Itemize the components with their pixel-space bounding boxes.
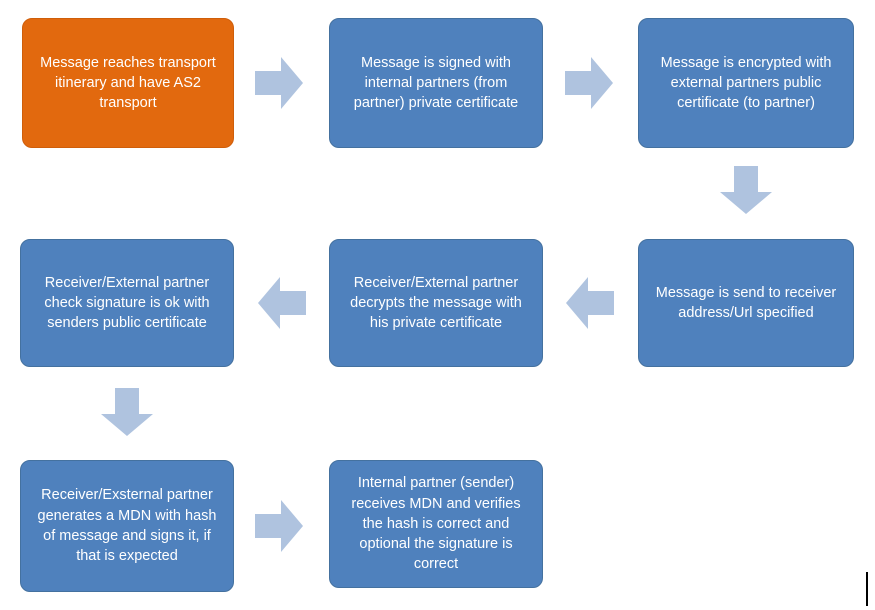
flow-step-5-label: Receiver/External partner decrypts the m…: [350, 274, 522, 332]
flow-step-4: Message is send to receiver address/Url …: [638, 239, 854, 367]
vertical-line-artifact: [866, 572, 868, 606]
arrow-left-icon: [258, 277, 306, 329]
arrow-right-icon: [565, 57, 613, 109]
flow-step-5: Receiver/External partner decrypts the m…: [329, 239, 543, 367]
flow-step-2-label: Message is signed with internal partners…: [353, 54, 519, 112]
flow-step-4-label: Message is send to receiver address/Url …: [655, 284, 837, 321]
flow-step-6-label: Receiver/External partner check signatur…: [44, 274, 210, 332]
arrow-right-icon: [255, 500, 303, 552]
flow-step-3-label: Message is encrypted with external partn…: [660, 54, 832, 112]
flow-step-1-label: Message reaches transport itinerary and …: [40, 54, 216, 112]
flow-step-3: Message is encrypted with external partn…: [638, 18, 854, 148]
flow-step-8: Internal partner (sender) receives MDN a…: [329, 460, 543, 588]
flow-step-1: Message reaches transport itinerary and …: [22, 18, 234, 148]
arrow-down-icon: [720, 166, 772, 214]
arrow-down-icon: [101, 388, 153, 436]
flow-step-2: Message is signed with internal partners…: [329, 18, 543, 148]
flow-step-8-label: Internal partner (sender) receives MDN a…: [351, 475, 521, 573]
flow-step-6: Receiver/External partner check signatur…: [20, 239, 234, 367]
flow-step-7: Receiver/Exsternal partner generates a M…: [20, 460, 234, 592]
arrow-right-icon: [255, 57, 303, 109]
arrow-left-icon: [566, 277, 614, 329]
flow-step-7-label: Receiver/Exsternal partner generates a M…: [37, 487, 217, 565]
